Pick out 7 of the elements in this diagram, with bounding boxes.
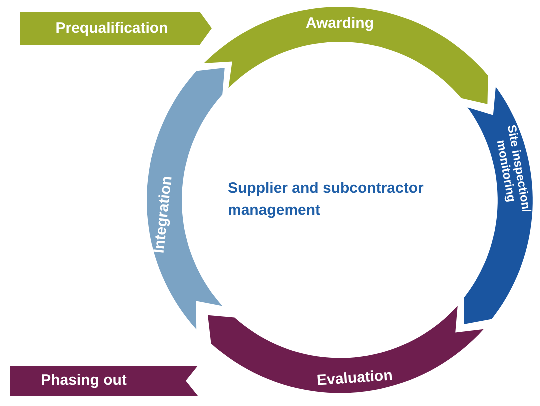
center-title: Supplier and subcontractor management (228, 179, 425, 221)
stage-label: Awarding (306, 16, 374, 32)
stage-label: Evaluation (316, 368, 394, 390)
stage-label: Integration (152, 176, 176, 254)
stage-label: Site inspection/ monitoring (494, 122, 534, 216)
stage-label: Prequalification (56, 20, 168, 38)
stage-label: Phasing out (41, 372, 127, 390)
